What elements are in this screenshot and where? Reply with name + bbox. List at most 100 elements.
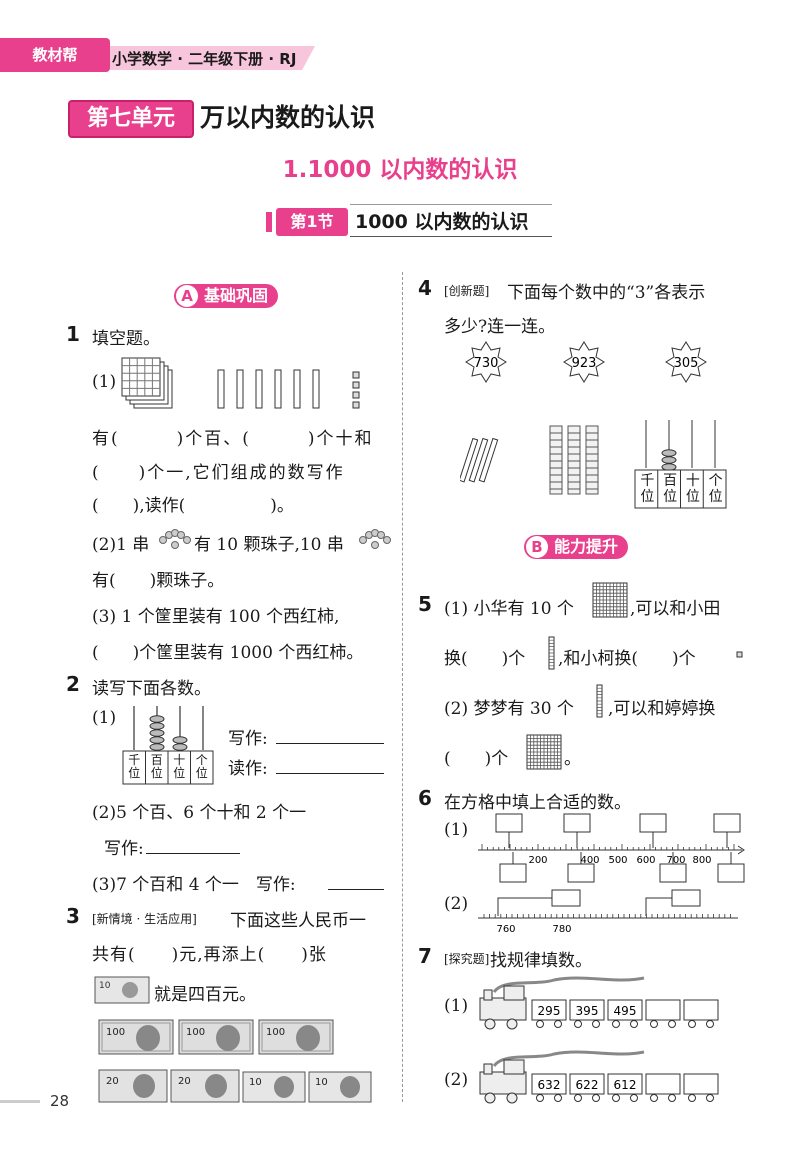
- star-number: 305: [674, 356, 699, 371]
- q7-number: 7: [418, 944, 432, 968]
- star-number: 923: [572, 356, 597, 371]
- hundred-flat-icon: [526, 734, 562, 770]
- place-label: 十位: [685, 473, 700, 505]
- q5-line4a: ( )个: [444, 749, 509, 769]
- number-line-1: 200 400 500 600 700 800: [478, 813, 745, 883]
- star-badge-icon: [465, 341, 507, 383]
- train-car: [531, 1073, 567, 1095]
- q2-write-blank[interactable]: [276, 743, 384, 744]
- q5-line2a: 换( )个: [444, 649, 526, 669]
- q5-line1b: ,可以和小田: [630, 599, 721, 619]
- q3-tag: [新情境 · 生活应用]: [92, 912, 197, 926]
- q3-line3: 就是四百元。: [154, 985, 256, 1005]
- train-car: [531, 999, 567, 1021]
- three-hundred-columns-icon: [549, 425, 599, 495]
- note-value: 100: [186, 1027, 205, 1038]
- abacus-place-labels: 千位 百位 十位 个位: [123, 754, 213, 780]
- train-car: [683, 1073, 719, 1095]
- part-a-badge: A 基础巩固: [174, 284, 279, 308]
- q6-part1-label: (1): [444, 820, 469, 840]
- section-rule-top: [350, 204, 552, 205]
- answer-box: [499, 863, 527, 883]
- note-value: 100: [106, 1027, 125, 1038]
- q2-title: 读写下面各数。: [92, 679, 211, 699]
- lesson-title: 1.1000 以内数的认识: [282, 157, 518, 183]
- section-badge: 第1节: [276, 208, 348, 236]
- answer-box: [713, 813, 741, 833]
- car-number: 622: [576, 1078, 599, 1092]
- q2-part1-label: (1): [92, 708, 117, 728]
- header-book: 小学数学 · 二年级下册 · RJ: [112, 50, 297, 68]
- column-divider: [402, 272, 403, 1102]
- ten-rod-icon: [548, 636, 555, 670]
- q2-write-label: 写作:: [228, 729, 268, 749]
- star-number: 730: [474, 356, 499, 371]
- hundred-yuan-note-icon: 100: [178, 1019, 254, 1055]
- bead-string-icon: [359, 529, 391, 549]
- ten-rods-icon: [217, 369, 320, 409]
- three-rods-icon: [460, 437, 499, 483]
- q1-part1-label: (1): [92, 372, 117, 392]
- page-number: 28: [50, 1092, 70, 1110]
- unit-title: 万以内数的认识: [200, 103, 376, 132]
- q4-place-labels: 千位 百位 十位 个位: [636, 473, 727, 505]
- place-label: 个位: [708, 473, 723, 505]
- place-label: 千位: [128, 753, 141, 780]
- answer-box: [563, 813, 591, 833]
- number-line-2: 760 780: [478, 889, 738, 934]
- hundred-yuan-note-icon: 100: [98, 1019, 174, 1055]
- train-car: [607, 999, 643, 1021]
- header-tag: 教材帮: [0, 38, 110, 72]
- q3-line1: 下面这些人民币一: [230, 911, 366, 931]
- q1-line6: (3) 1 个筐里装有 100 个西红柿,: [92, 607, 340, 627]
- ten-yuan-note-icon: 10: [308, 1071, 372, 1103]
- locomotive-icon: [479, 985, 527, 1030]
- q1-line4a: (2)1 串: [92, 535, 150, 555]
- twenty-yuan-note-icon: 20: [170, 1069, 240, 1103]
- twenty-yuan-note-icon: 20: [98, 1069, 168, 1103]
- answer-box: [495, 813, 523, 833]
- answer-box: [659, 863, 687, 883]
- unit-cube-icon: [736, 651, 743, 658]
- answer-box: [639, 813, 667, 833]
- part-b-label: 能力提升: [554, 537, 619, 556]
- q7-tag: [探究题]: [444, 952, 490, 966]
- place-label: 百位: [663, 473, 678, 505]
- section-rule: [350, 236, 552, 237]
- header-band: [100, 46, 315, 70]
- ten-rod-icon: [596, 684, 603, 718]
- note-value: 10: [249, 1077, 262, 1088]
- q7-part2-label: (2): [444, 1070, 469, 1090]
- q5-line3a: (2) 梦梦有 30 个: [444, 699, 574, 719]
- tick-label: 760: [496, 924, 515, 934]
- star-badge-icon: [563, 341, 605, 383]
- place-label: 百位: [150, 753, 163, 780]
- q1-line5: 有( )颗珠子。: [92, 571, 225, 591]
- q5-line1a: (1) 小华有 10 个: [444, 599, 574, 619]
- q5-line4b: 。: [564, 749, 581, 769]
- car-number: 632: [538, 1078, 561, 1092]
- q7-title: 找规律填数。: [490, 951, 592, 971]
- page-bar: [0, 1100, 40, 1103]
- q2-line3-blank[interactable]: [328, 889, 384, 890]
- unit-badge: 第七单元: [68, 100, 194, 138]
- q2-line2-blank[interactable]: [146, 853, 240, 854]
- q4-tag: [创新题]: [444, 284, 490, 298]
- q1-line4b: 有 10 颗珠子,10 串: [194, 535, 344, 555]
- q2-line2-write: 写作:: [104, 839, 144, 859]
- q1-title: 填空题。: [92, 329, 160, 349]
- abacus-figure: [122, 706, 214, 785]
- hundred-flats-icon: [121, 357, 173, 409]
- tick-label: 400: [580, 855, 599, 866]
- tick-label: 700: [666, 855, 685, 866]
- q4-number: 4: [418, 276, 432, 300]
- number-stars: 730 923 305: [465, 341, 707, 383]
- place-label: 千位: [640, 473, 655, 505]
- part-b-badge: B 能力提升: [524, 535, 629, 559]
- answer-box: [551, 889, 581, 907]
- place-label: 个位: [195, 753, 208, 780]
- q2-read-blank[interactable]: [276, 773, 384, 774]
- q6-number: 6: [418, 786, 432, 810]
- place-label: 十位: [173, 753, 186, 780]
- note-value: 10: [315, 1077, 328, 1088]
